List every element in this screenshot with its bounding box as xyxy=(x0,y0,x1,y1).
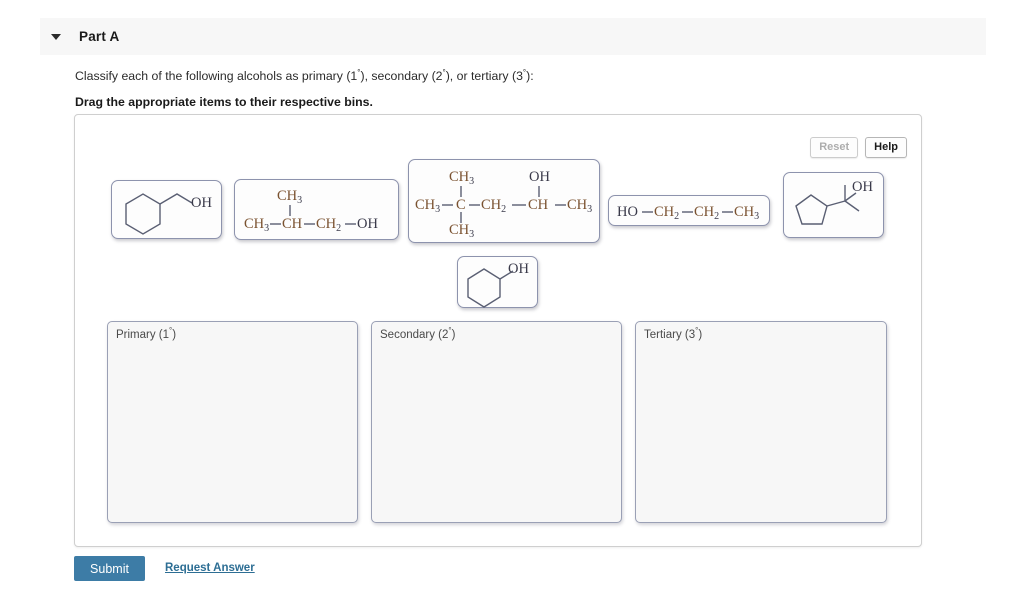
degree-symbol: ° xyxy=(695,326,699,336)
bin-label-tertiary: Tertiary (3°) xyxy=(644,326,703,341)
methyl-top-label: CH3 xyxy=(277,188,303,206)
prompt-segment-3: ), or tertiary (3 xyxy=(445,69,523,83)
chain-label-2: CH xyxy=(282,216,303,232)
bin-label-text: Secondary (2 xyxy=(380,329,449,341)
submit-button[interactable]: Submit xyxy=(74,556,145,581)
cyclopentylpropanol-structure-icon xyxy=(795,185,860,225)
prompt-segment-1: Classify each of the following alcohols … xyxy=(75,69,358,83)
bin-label-tail: ) xyxy=(451,329,456,341)
chain-label-3: CH2 xyxy=(481,197,507,215)
chain-label-2: CH2 xyxy=(654,204,680,222)
dropzone-secondary[interactable]: Secondary (2°) xyxy=(371,321,622,523)
part-header[interactable]: Part A xyxy=(40,18,986,55)
bin-label-primary: Primary (1°) xyxy=(116,326,177,341)
page-title: Part A xyxy=(79,29,120,44)
degree-symbol: ° xyxy=(169,326,173,336)
chain-label-4: CH xyxy=(528,197,549,213)
chain-label-2: C xyxy=(456,197,466,213)
oh-label: OH xyxy=(508,261,529,277)
chain-label-4: CH3 xyxy=(734,204,760,222)
chain-label-5: CH3 xyxy=(567,197,593,215)
oh-label: OH xyxy=(852,179,873,195)
chain-label-4: OH xyxy=(357,216,378,232)
degree-symbol-2: ° xyxy=(442,67,446,77)
cyclohexylmethanol-structure-icon xyxy=(125,193,193,235)
chain-label-3: CH2 xyxy=(316,216,342,234)
molecule-tile-propanol[interactable]: HO CH2 CH2 CH3 xyxy=(608,195,770,226)
question-prompt: Classify each of the following alcohols … xyxy=(75,67,534,83)
dimethylpentanol-bonds-icon xyxy=(442,186,566,223)
degree-symbol: ° xyxy=(448,326,452,336)
reset-button[interactable]: Reset xyxy=(810,137,859,159)
molecule-tile-cyclohexylmethanol[interactable]: OH xyxy=(111,180,222,239)
bin-label-tail: ) xyxy=(172,329,177,341)
bin-label-secondary: Secondary (2°) xyxy=(380,326,456,341)
bin-label-text: Primary (1 xyxy=(116,329,170,341)
degree-symbol-1: ° xyxy=(357,67,361,77)
dropzone-primary[interactable]: Primary (1°) xyxy=(107,321,358,523)
molecule-tile-cyclopentylpropanol[interactable]: OH xyxy=(783,172,884,238)
request-answer-link[interactable]: Request Answer xyxy=(165,562,255,574)
cyclohexanol-structure-icon xyxy=(467,268,514,308)
isobutanol-bonds-icon xyxy=(270,205,356,225)
tool-buttons: Reset Help xyxy=(810,137,907,159)
chain-label-1: HO xyxy=(617,204,638,220)
bin-label-text: Tertiary (3 xyxy=(644,329,696,341)
drag-instruction: Drag the appropriate items to their resp… xyxy=(75,95,373,109)
hydroxyl-top-label: OH xyxy=(529,169,550,185)
oh-label: OH xyxy=(191,195,212,211)
chain-label-3: CH2 xyxy=(694,204,720,222)
molecule-tile-dimethylpentanol[interactable]: CH3 OH CH3 CH3 C CH2 CH CH3 xyxy=(408,159,600,243)
triangle-down-icon[interactable] xyxy=(51,33,61,40)
molecule-tile-isobutanol[interactable]: CH3 CH3 CH CH2 OH xyxy=(234,179,399,240)
help-button[interactable]: Help xyxy=(865,137,907,159)
prompt-segment-2: ), secondary (2 xyxy=(360,69,443,83)
bin-label-tail: ) xyxy=(698,329,703,341)
methyl-top-left-label: CH3 xyxy=(449,169,475,187)
propanol-bonds-icon xyxy=(642,211,733,213)
dropzone-tertiary[interactable]: Tertiary (3°) xyxy=(635,321,887,523)
molecule-tile-cyclohexanol[interactable]: OH xyxy=(457,256,538,308)
prompt-segment-4: ): xyxy=(526,69,534,83)
methyl-bottom-label: CH3 xyxy=(449,222,475,240)
degree-symbol-3: ° xyxy=(522,67,527,77)
drag-drop-panel: Reset Help OH CH3 xyxy=(74,114,922,547)
chain-label-1: CH3 xyxy=(415,197,441,215)
chain-label-1: CH3 xyxy=(244,216,270,234)
